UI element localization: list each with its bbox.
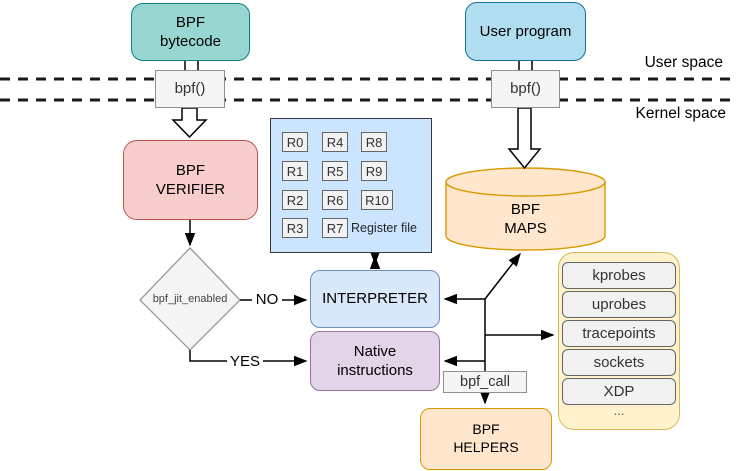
register-cell: R5	[322, 161, 348, 181]
bpf-call-label: bpf_call	[460, 373, 510, 390]
bpf-syscall-right-node: bpf()	[491, 70, 560, 108]
register-cell: R7	[322, 218, 348, 238]
register-cell: R6	[322, 190, 348, 210]
hook-points-group: kprobes uprobes tracepoints sockets XDP …	[558, 252, 680, 430]
interpreter-label: INTERPRETER	[322, 290, 428, 308]
bpf-syscall-left-node: bpf()	[155, 70, 225, 108]
register-cell: R3	[282, 218, 308, 238]
hook-row-tracepoints: tracepoints	[562, 320, 676, 347]
bpf-call-node: bpf_call	[443, 371, 527, 393]
native-instructions-node: Native instructions	[310, 331, 440, 391]
kernel-space-label: Kernel space	[635, 105, 726, 122]
bpf-helpers-label: BPF HELPERS	[453, 421, 519, 455]
hook-row-uprobes: uprobes	[562, 291, 676, 318]
yes-branch-arrow	[189, 350, 308, 367]
register-cell: R1	[282, 161, 308, 181]
register-cell: R8	[361, 132, 387, 152]
bpf-helpers-node: BPF HELPERS	[420, 408, 552, 470]
register-cell: R10	[361, 190, 393, 210]
hook-row-kprobes: kprobes	[562, 262, 676, 289]
bpf-verifier-node: BPF VERIFIER	[123, 140, 258, 220]
syscall-to-verifier-block-arrow	[171, 107, 208, 139]
bpf-maps-text: BPF MAPS	[504, 200, 547, 237]
junction-to-maps-arrow	[484, 252, 521, 300]
syscall-to-maps-block-arrow	[507, 107, 542, 170]
register-cell: R0	[282, 132, 308, 152]
bpf-syscall-right-label: bpf()	[510, 80, 541, 98]
register-file-caption: Register file	[351, 221, 417, 235]
bpf-verifier-label: BPF VERIFIER	[155, 161, 226, 198]
register-cell: R2	[282, 190, 308, 210]
yes-edge-label: YES	[227, 353, 263, 370]
user-program-node: User program	[465, 2, 586, 61]
bpf-bytecode-label: BPF bytecode	[160, 13, 221, 50]
bpf-syscall-left-label: bpf()	[174, 80, 206, 98]
hook-row-sockets: sockets	[562, 349, 676, 376]
bpf-maps-label: BPF MAPS	[446, 194, 605, 244]
native-instructions-label: Native instructions	[337, 342, 413, 379]
bpf-maps-cylinder	[445, 167, 606, 251]
interpreter-node: INTERPRETER	[310, 270, 440, 328]
register-cell: R9	[361, 161, 387, 181]
jit-enabled-label: bpf_jit_enabled	[152, 293, 228, 305]
no-edge-label: NO	[252, 291, 282, 308]
user-program-label: User program	[479, 22, 572, 40]
user-space-label: User space	[644, 54, 723, 71]
register-file-node: R0 R1 R2 R3 R4 R5 R6 R7 R8 R9 R10 Regist…	[270, 118, 432, 253]
register-cell: R4	[322, 132, 348, 152]
hooks-ellipsis: ...	[613, 403, 625, 418]
bpf-bytecode-node: BPF bytecode	[131, 3, 250, 61]
hook-row-xdp: XDP	[562, 378, 676, 405]
